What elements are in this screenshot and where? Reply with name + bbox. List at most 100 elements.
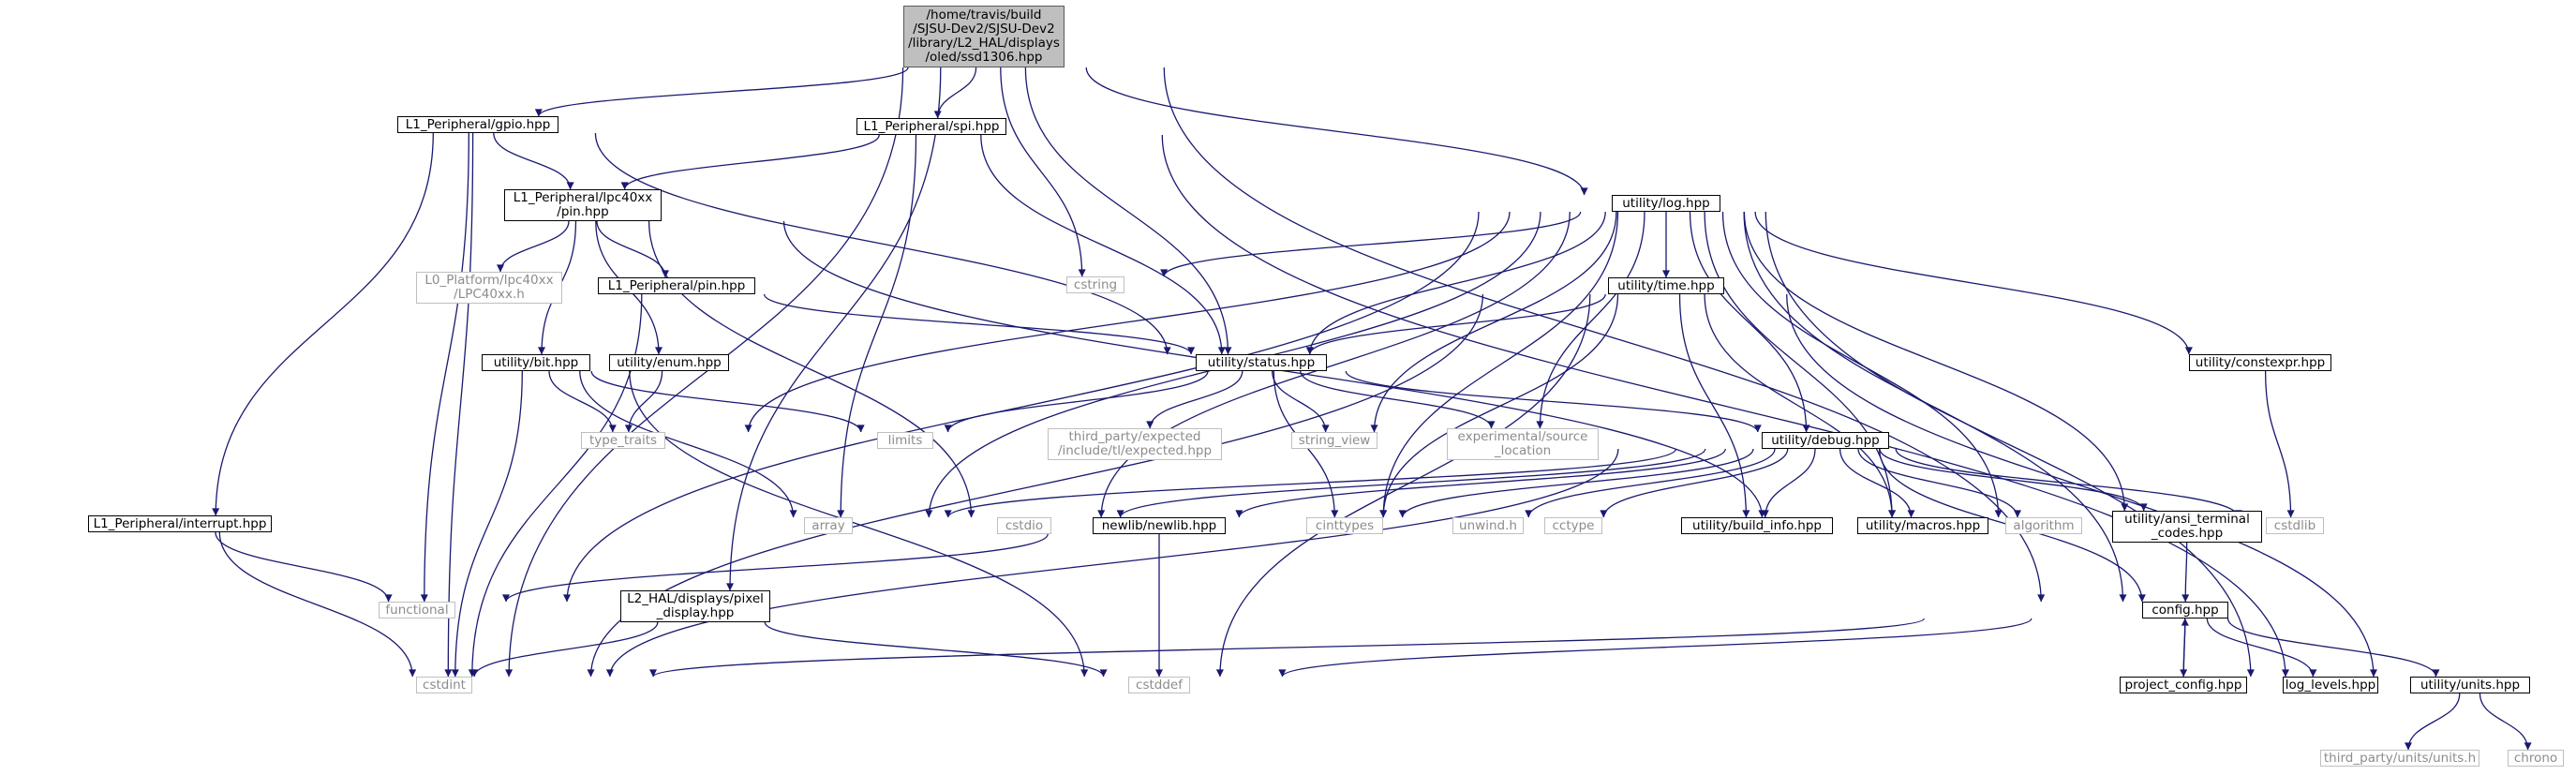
edge-debug-to-algorithm: [1857, 448, 2021, 518]
edge-log-to-cstring: [1160, 211, 1582, 277]
edge-debug-to-array: [944, 448, 1677, 518]
edge-spi-to-status: [980, 134, 1226, 355]
edge-project_config-to-config: [2181, 618, 2189, 678]
edge-pixel_display-to-cstddef: [764, 621, 1108, 678]
edge-bit-to-cstddef: [629, 370, 1089, 678]
node-chrono: chrono: [2508, 750, 2564, 767]
edge-debug-to-newlib: [1235, 448, 1726, 518]
edge-config-to-units: [2226, 618, 2440, 678]
node-debug[interactable]: utility/debug.hpp: [1762, 432, 1889, 449]
edge-bit-to-array: [579, 370, 797, 518]
node-functional: functional: [379, 602, 455, 619]
edge-debug-to-macros: [1839, 448, 1915, 518]
edge-time-to-status: [1305, 293, 1606, 355]
node-cstdio: cstdio: [997, 517, 1051, 534]
edge-newlib-to-functional: [502, 533, 1049, 603]
node-macros[interactable]: utility/macros.hpp: [1857, 517, 1988, 534]
node-cstdint: cstdint: [416, 677, 472, 693]
edge-lpc_pin-to-cstdio: [648, 220, 975, 518]
edge-bit-to-cstdint: [451, 370, 523, 678]
node-ssd1306: /home/travis/build /SJSU-Dev2/SJSU-Dev2 …: [903, 6, 1065, 67]
node-constexpr[interactable]: utility/constexpr.hpp: [2189, 354, 2331, 371]
node-units-h: third_party/units/units.h: [2320, 750, 2479, 767]
edge-pin-to-cstdint: [468, 293, 643, 678]
edge-interrupt-to-functional: [215, 531, 393, 603]
node-newlib[interactable]: newlib/newlib.hpp: [1093, 517, 1226, 534]
edge-debug-to-build_info: [1761, 448, 1816, 518]
node-build-info[interactable]: utility/build_info.hpp: [1681, 517, 1833, 534]
node-spi[interactable]: L1_Peripheral/spi.hpp: [856, 118, 1006, 135]
edge-time-to-build_info: [1678, 293, 1750, 518]
edge-log-to-cinttypes: [1379, 211, 1619, 518]
edge-gpio-to-functional: [420, 132, 469, 603]
edge-time-to-cstddef: [1215, 293, 1591, 678]
node-type-traits: type_traits: [581, 432, 665, 449]
edge-log-to-constexpr: [1754, 211, 2193, 355]
node-bit[interactable]: utility/bit.hpp: [482, 354, 590, 371]
node-lpc40xx-h: L0_Platform/lpc40xx /LPC40xx.h: [416, 272, 562, 304]
edge-ssd1306-to-config: [1163, 67, 2046, 603]
edge-status-to-debug: [1345, 370, 1762, 433]
node-config[interactable]: config.hpp: [2142, 602, 2228, 619]
edge-log-to-source_location: [1536, 211, 1645, 429]
node-lpc-pin[interactable]: L1_Peripheral/lpc40xx /pin.hpp: [504, 189, 662, 221]
edge-config-to-log_levels: [2206, 618, 2317, 678]
edge-pixel_display-to-cstdint: [470, 621, 659, 678]
edge-config-to-cstdint: [649, 618, 1925, 678]
node-time[interactable]: utility/time.hpp: [1608, 277, 1724, 294]
edge-status-to-limits: [944, 370, 1209, 433]
node-gpio[interactable]: L1_Peripheral/gpio.hpp: [397, 116, 558, 133]
node-cctype: cctype: [1544, 517, 1602, 534]
edge-debug-to-cinttypes: [1398, 448, 1754, 518]
edge-ssd1306-to-status: [1024, 67, 1232, 355]
node-units[interactable]: utility/units.hpp: [2410, 677, 2530, 693]
node-cinttypes: cinttypes: [1306, 517, 1383, 534]
edge-ssd1306-to-gpio: [534, 67, 909, 117]
edge-debug-to-unwind: [1525, 448, 1776, 518]
node-expected: third_party/expected /include/tl/expecte…: [1048, 428, 1222, 460]
node-log[interactable]: utility/log.hpp: [1612, 195, 1720, 212]
node-pin[interactable]: L1_Peripheral/pin.hpp: [598, 277, 755, 294]
node-interrupt[interactable]: L1_Peripheral/interrupt.hpp: [88, 515, 272, 532]
node-pixel-display[interactable]: L2_HAL/displays/pixel _display.hpp: [620, 590, 770, 622]
edge-time-to-macros: [1704, 293, 1897, 518]
node-ansi[interactable]: utility/ansi_terminal _codes.hpp: [2112, 511, 2262, 543]
edge-log-to-debug: [1689, 211, 1810, 433]
node-cstdlib: cstdlib: [2266, 517, 2324, 534]
node-log-levels[interactable]: log_levels.hpp: [2283, 677, 2378, 693]
edge-log-to-log_levels: [1764, 211, 2255, 678]
edge-units-to-chrono: [2479, 693, 2532, 751]
edge-ssd1306-to-spi: [933, 67, 977, 119]
edge-debug-to-cctype: [1600, 448, 1789, 518]
edge-debug-to-ansi: [1879, 448, 2148, 512]
node-unwind: unwind.h: [1452, 517, 1524, 534]
edge-log-to-functional: [563, 211, 1480, 603]
edge-status-to-expected: [1146, 370, 1243, 429]
node-status[interactable]: utility/status.hpp: [1196, 354, 1327, 371]
edge-constexpr-to-cstdlib: [2264, 370, 2295, 518]
edge-bit-to-type_traits: [548, 370, 617, 433]
edge-enum-to-type_traits: [624, 370, 663, 433]
edge-status-to-source_location: [1300, 370, 1496, 429]
edge-time-to-cinttypes: [1379, 293, 1619, 518]
edge-gpio-to-lpc_pin: [493, 132, 574, 190]
edge-lpc_pin-to-pin: [596, 220, 669, 278]
edge-ssd1306-to-pixel_display: [726, 67, 942, 591]
node-array: array: [804, 517, 853, 534]
edge-log-to-type_traits: [744, 211, 1511, 433]
edge-pin-to-status: [763, 293, 1195, 355]
node-algorithm: algorithm: [2005, 517, 2082, 534]
edge-ssd1306-to-cstdint: [505, 67, 904, 678]
edge-gpio-to-cstdint: [444, 132, 474, 678]
node-enum[interactable]: utility/enum.hpp: [609, 354, 729, 371]
node-project-config[interactable]: project_config.hpp: [2120, 677, 2247, 693]
node-source-location: experimental/source _location: [1447, 428, 1599, 460]
edge-spi-to-lpc_pin: [620, 134, 880, 190]
node-cstddef: cstddef: [1128, 677, 1190, 693]
edge-spi-to-array: [837, 134, 917, 518]
edge-log-to-string_view: [1370, 211, 1617, 433]
node-string-view: string_view: [1291, 432, 1377, 449]
edge-debug-to-cstdlib: [1895, 448, 2242, 518]
